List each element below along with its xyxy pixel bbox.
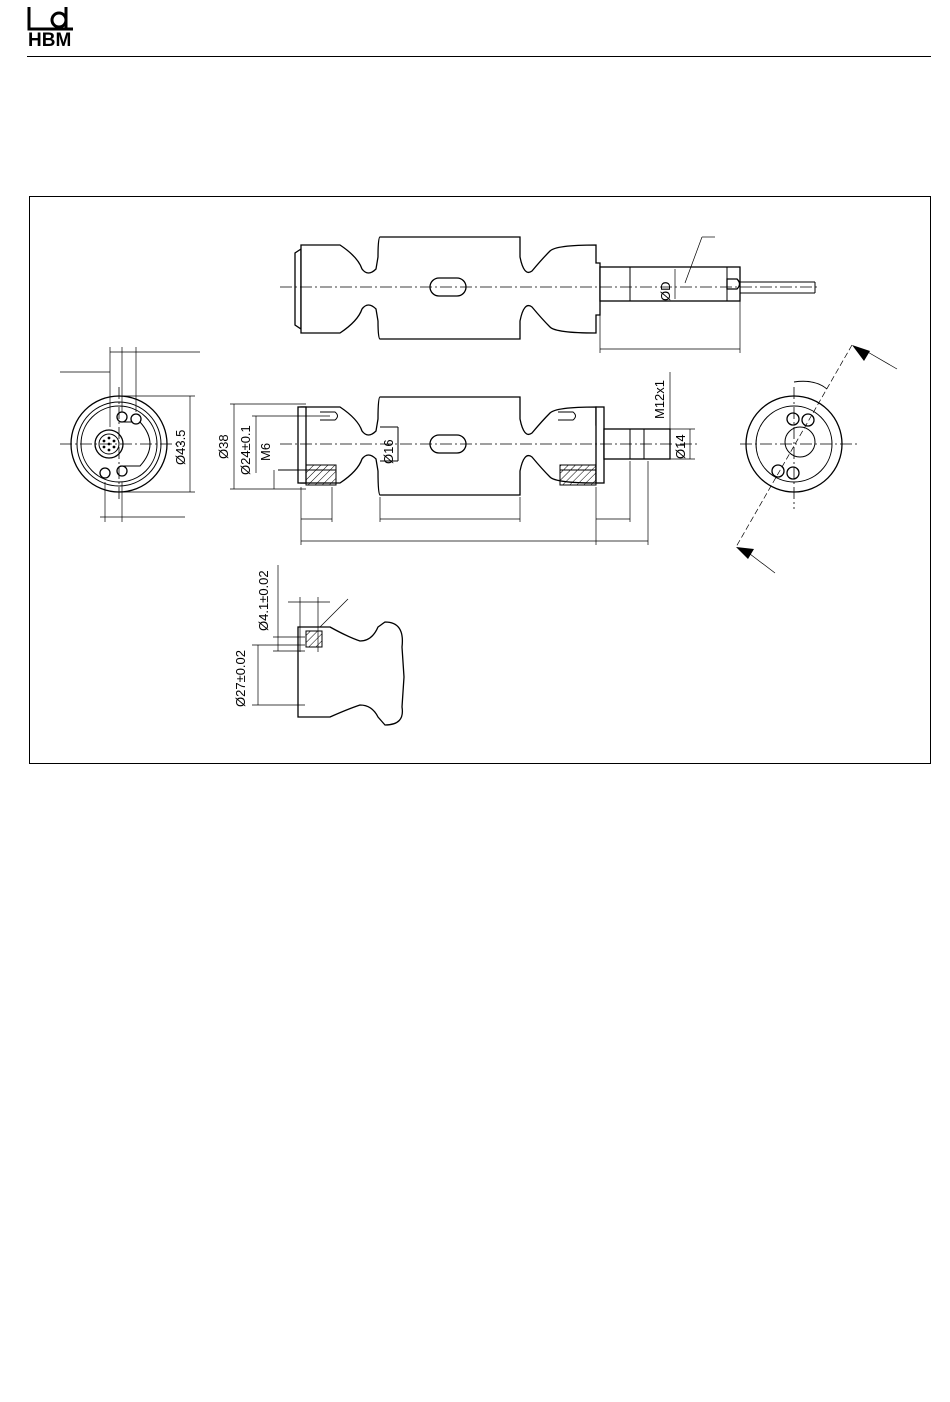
label-pin-diameter: Ø4.1±0.02	[256, 570, 271, 631]
hbm-logo: HBM	[27, 5, 77, 47]
label-pin-circle: Ø27±0.02	[233, 650, 248, 707]
drawing-canvas: ØD Ø43.5	[30, 197, 932, 765]
label-shaft-diameter: ØD	[658, 282, 673, 302]
header-rule	[27, 56, 931, 57]
label-bolt-circle: Ø24±0.1	[238, 425, 253, 475]
left-end-view: Ø43.5	[60, 347, 200, 522]
dimension-drawing: ØD Ø43.5	[29, 196, 931, 764]
logo-text: HBM	[28, 30, 71, 47]
section-view: Ø16 Ø38 Ø24±0.1 M6 Ø14 M12x1	[216, 372, 700, 545]
label-thread-side: M6	[258, 443, 273, 461]
label-bore-diameter: Ø16	[381, 439, 396, 464]
top-side-view: ØD	[280, 237, 820, 353]
label-body-diameter: Ø38	[216, 434, 231, 459]
label-face-diameter: Ø43.5	[173, 430, 188, 465]
pin-detail-view: Ø4.1±0.02 Ø27±0.02	[233, 565, 404, 725]
right-end-view	[736, 345, 897, 573]
label-connector-thread: M12x1	[652, 380, 667, 419]
label-connector-diameter: Ø14	[673, 434, 688, 459]
